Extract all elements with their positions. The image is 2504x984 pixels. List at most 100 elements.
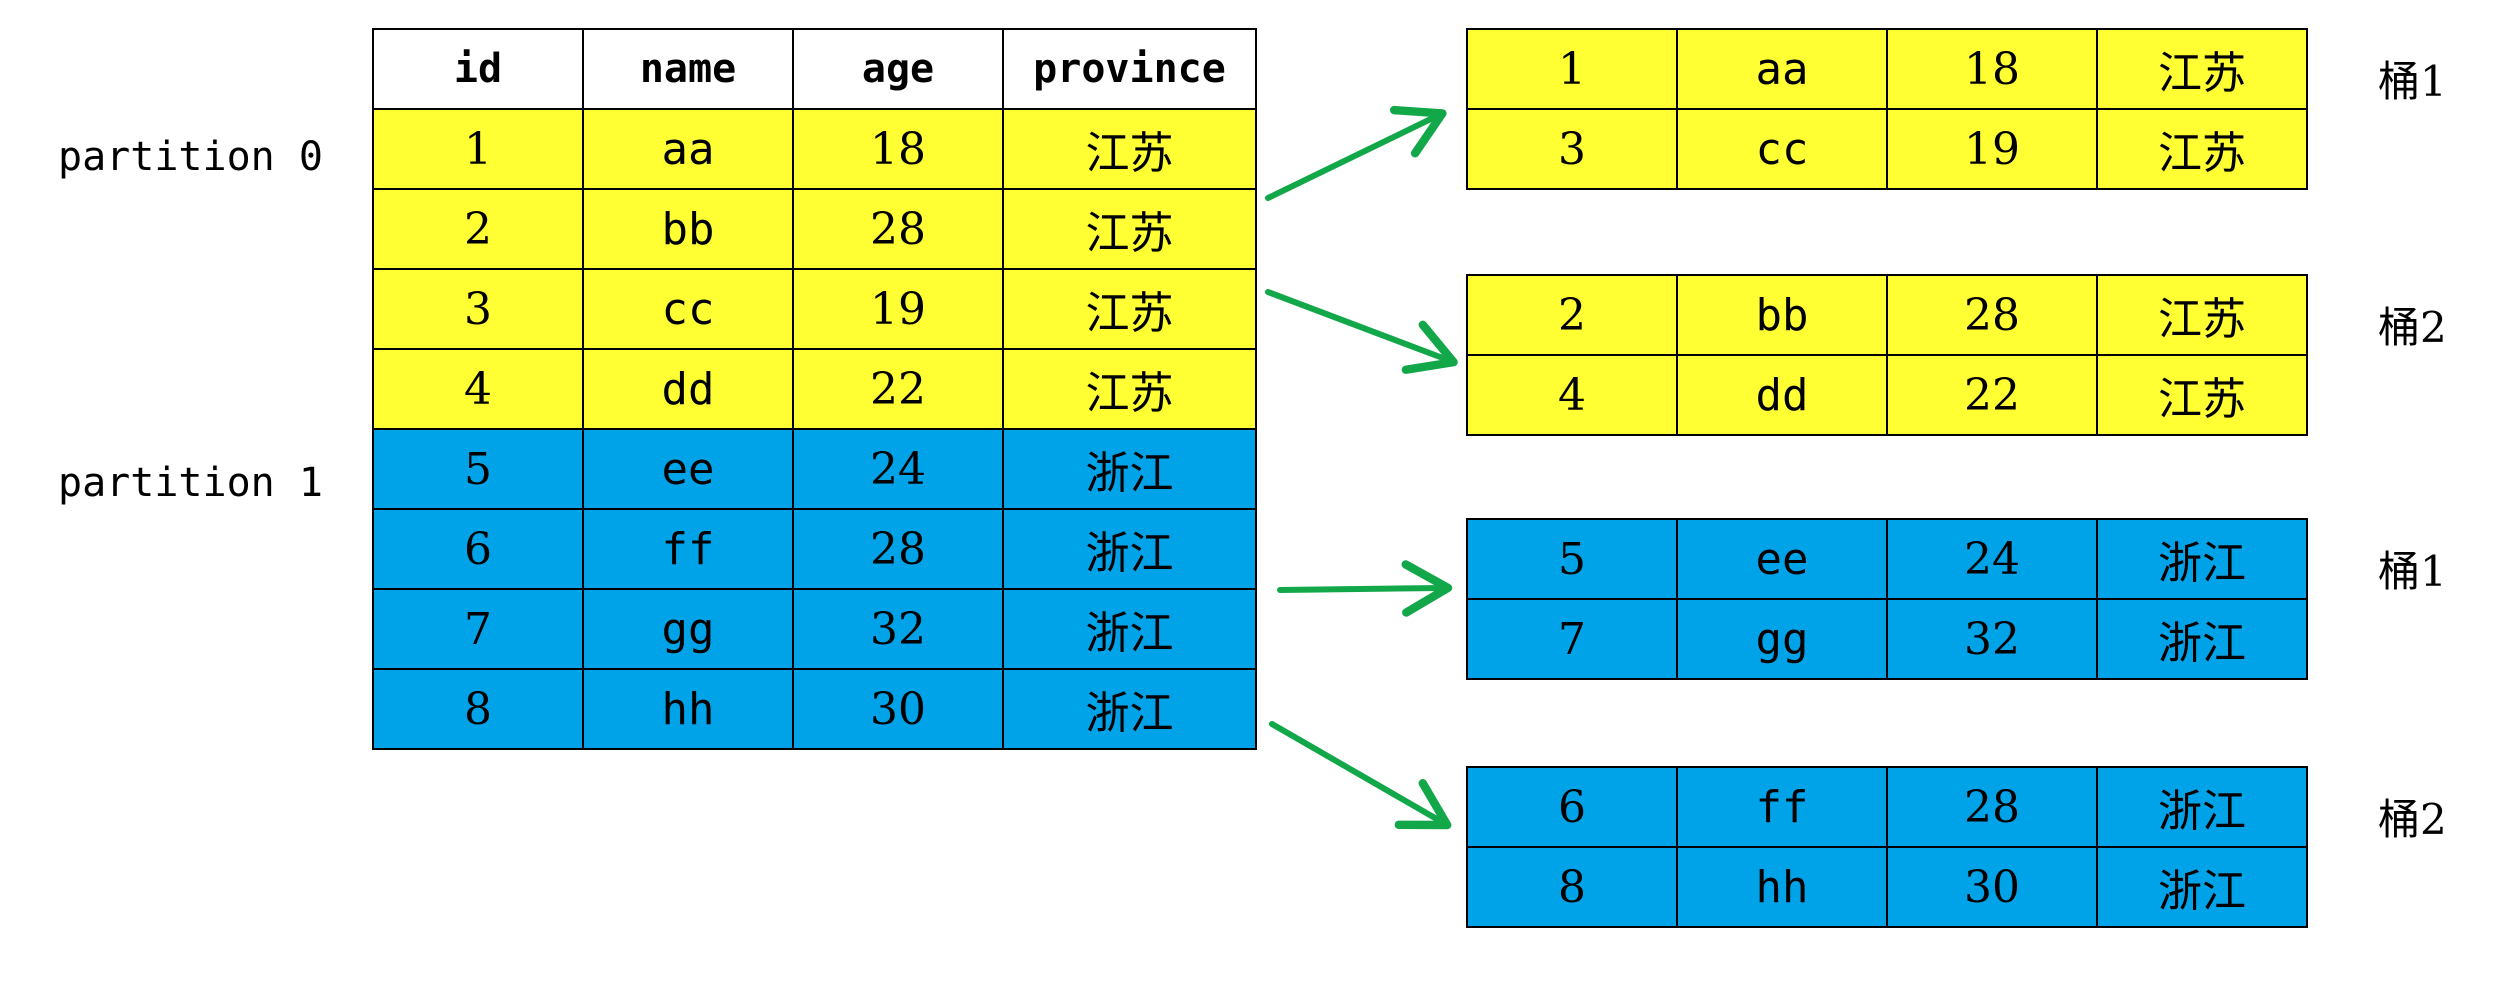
- bucket-table: 6 ff 28 浙江 8 hh 30 浙江: [1466, 766, 2308, 928]
- arrow-to-bucket-2-partition-1: [1269, 721, 1452, 830]
- table-row: 4 dd 22 江苏: [1466, 354, 2308, 436]
- bucket-label: 桶2: [2378, 303, 2447, 352]
- cell-id: 3: [372, 268, 584, 350]
- cell-id: 7: [372, 588, 584, 670]
- bucket-label: 桶1: [2378, 547, 2447, 596]
- header-age: age: [792, 28, 1004, 110]
- table-row: 2 bb 28 江苏: [372, 188, 1257, 270]
- cell-id: 2: [372, 188, 584, 270]
- table-header-row: id name age province: [372, 28, 1257, 110]
- cell-province: 浙江: [2096, 518, 2308, 600]
- partition-0-label: partition 0: [58, 134, 323, 180]
- cell-province: 江苏: [1002, 348, 1257, 430]
- bucket-label: 桶1: [2378, 57, 2447, 106]
- cell-province: 浙江: [1002, 428, 1257, 510]
- cell-age: 18: [1886, 28, 2098, 110]
- cell-name: ee: [1676, 518, 1888, 600]
- table-row: 4 dd 22 江苏: [372, 348, 1257, 430]
- cell-name: hh: [582, 668, 794, 750]
- cell-province: 江苏: [1002, 108, 1257, 190]
- cell-id: 6: [372, 508, 584, 590]
- cell-age: 28: [1886, 766, 2098, 848]
- cell-id: 2: [1466, 274, 1678, 356]
- cell-name: ee: [582, 428, 794, 510]
- cell-name: dd: [1676, 354, 1888, 436]
- table-row: 3 cc 19 江苏: [372, 268, 1257, 350]
- cell-province: 江苏: [2096, 274, 2308, 356]
- cell-id: 5: [372, 428, 584, 510]
- cell-age: 19: [792, 268, 1004, 350]
- source-table: id name age province 1 aa 18 江苏 2 bb 28 …: [372, 28, 1257, 750]
- cell-id: 1: [1466, 28, 1678, 110]
- cell-province: 浙江: [2096, 598, 2308, 680]
- bucket-table: 1 aa 18 江苏 3 cc 19 江苏: [1466, 28, 2308, 190]
- arrow-to-bucket-1-partition-1: [1277, 560, 1453, 617]
- cell-age: 18: [792, 108, 1004, 190]
- cell-province: 江苏: [1002, 268, 1257, 350]
- cell-name: gg: [582, 588, 794, 670]
- table-row: 7 gg 32 浙江: [1466, 598, 2308, 680]
- table-row: 1 aa 18 江苏: [1466, 28, 2308, 110]
- cell-age: 19: [1886, 108, 2098, 190]
- header-id: id: [372, 28, 584, 110]
- arrow-to-bucket-2-partition-0: [1265, 289, 1458, 374]
- cell-name: ff: [582, 508, 794, 590]
- table-row: 1 aa 18 江苏: [372, 108, 1257, 190]
- table-row: 8 hh 30 浙江: [372, 668, 1257, 750]
- cell-age: 28: [792, 508, 1004, 590]
- cell-province: 浙江: [1002, 508, 1257, 590]
- cell-name: hh: [1676, 846, 1888, 928]
- bucket-table: 5 ee 24 浙江 7 gg 32 浙江: [1466, 518, 2308, 680]
- table-row: 2 bb 28 江苏: [1466, 274, 2308, 356]
- table-row: 5 ee 24 浙江: [372, 428, 1257, 510]
- header-province: province: [1002, 28, 1257, 110]
- cell-age: 24: [792, 428, 1004, 510]
- cell-id: 7: [1466, 598, 1678, 680]
- cell-id: 5: [1466, 518, 1678, 600]
- cell-name: aa: [1676, 28, 1888, 110]
- table-row: 5 ee 24 浙江: [1466, 518, 2308, 600]
- cell-age: 22: [792, 348, 1004, 430]
- cell-id: 8: [1466, 846, 1678, 928]
- cell-name: dd: [582, 348, 794, 430]
- cell-age: 24: [1886, 518, 2098, 600]
- cell-age: 28: [792, 188, 1004, 270]
- table-row: 7 gg 32 浙江: [372, 588, 1257, 670]
- cell-age: 32: [792, 588, 1004, 670]
- cell-name: ff: [1676, 766, 1888, 848]
- cell-id: 6: [1466, 766, 1678, 848]
- cell-id: 4: [1466, 354, 1678, 436]
- cell-id: 1: [372, 108, 584, 190]
- cell-province: 江苏: [2096, 108, 2308, 190]
- cell-id: 8: [372, 668, 584, 750]
- cell-id: 3: [1466, 108, 1678, 190]
- cell-name: bb: [582, 188, 794, 270]
- cell-name: gg: [1676, 598, 1888, 680]
- partition-1-label: partition 1: [58, 460, 323, 506]
- table-row: 6 ff 28 浙江: [372, 508, 1257, 590]
- bucket-table: 2 bb 28 江苏 4 dd 22 江苏: [1466, 274, 2308, 436]
- cell-province: 浙江: [2096, 846, 2308, 928]
- cell-province: 浙江: [1002, 588, 1257, 670]
- cell-province: 江苏: [1002, 188, 1257, 270]
- cell-name: cc: [582, 268, 794, 350]
- bucket-label: 桶2: [2378, 795, 2447, 844]
- cell-id: 4: [372, 348, 584, 430]
- cell-age: 22: [1886, 354, 2098, 436]
- table-row: 8 hh 30 浙江: [1466, 846, 2308, 928]
- cell-age: 30: [1886, 846, 2098, 928]
- cell-province: 江苏: [2096, 28, 2308, 110]
- cell-name: cc: [1676, 108, 1888, 190]
- table-row: 6 ff 28 浙江: [1466, 766, 2308, 848]
- cell-province: 浙江: [1002, 668, 1257, 750]
- header-name: name: [582, 28, 794, 110]
- cell-age: 32: [1886, 598, 2098, 680]
- cell-name: aa: [582, 108, 794, 190]
- cell-name: bb: [1676, 274, 1888, 356]
- cell-age: 28: [1886, 274, 2098, 356]
- cell-province: 浙江: [2096, 766, 2308, 848]
- cell-province: 江苏: [2096, 354, 2308, 436]
- arrow-to-bucket-1-partition-0: [1265, 105, 1447, 201]
